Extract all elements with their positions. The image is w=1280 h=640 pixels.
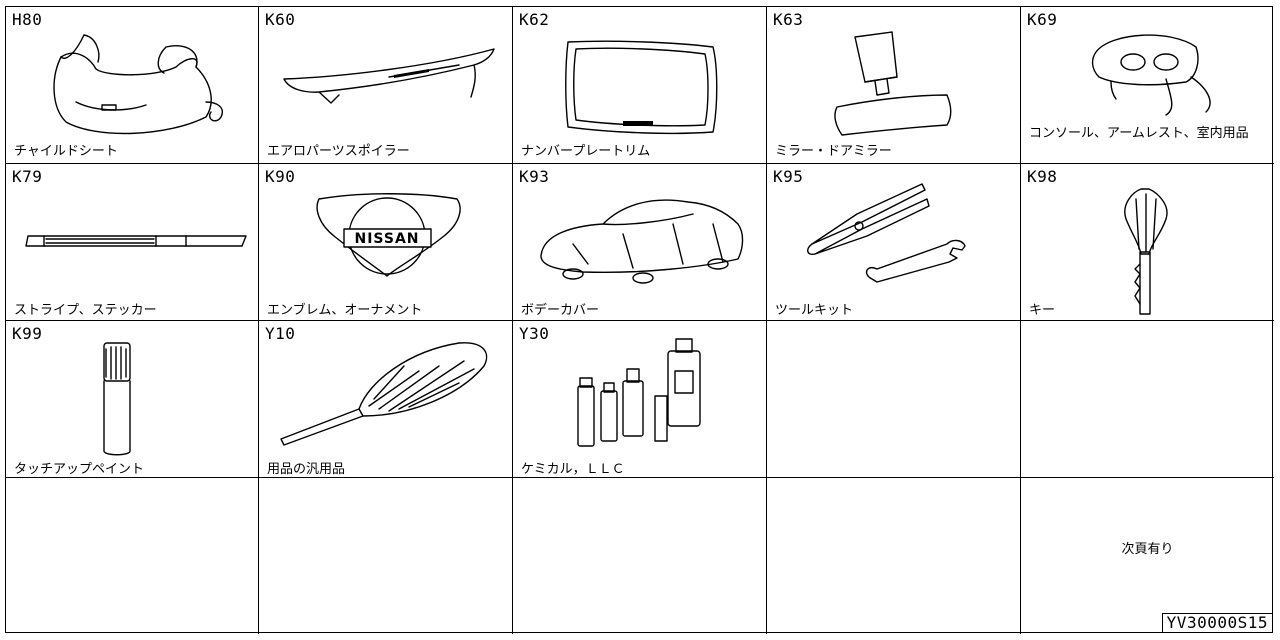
part-cell-k90[interactable]: K90 NISSAN エンブレム、オーナメント [259,164,513,321]
body-cover-icon [540,199,744,284]
plate-rim-icon [565,40,718,135]
part-code: Y30 [519,324,550,343]
part-code: K60 [265,10,296,29]
part-name: ミラー・ドアミラー [775,144,892,159]
feather-duster-icon [280,342,488,446]
part-cell-k63[interactable]: K63 ミラー・ドアミラー [767,7,1021,164]
part-name: ストライプ、ステッカー [14,303,157,318]
part-cell-k99[interactable]: K99 タッチアップペイント [6,321,259,478]
emblem-text: NISSAN [354,231,419,247]
part-code: K99 [12,324,43,343]
key-icon [1124,188,1168,315]
part-code: K95 [773,167,804,186]
empty-cell [1021,321,1274,478]
part-name: ケミカル，ＬＬＣ [521,462,625,477]
part-name: ボデーカバー [521,303,600,318]
part-cell-y10[interactable]: Y10 用品の汎用品 [259,321,513,478]
part-name: キー [1029,303,1056,318]
part-cell-h80[interactable]: H80 チャイルドシート [6,7,259,164]
part-cell-k62[interactable]: K62 ナンバープレートリム [513,7,767,164]
part-cell-k98[interactable]: K98 キー [1021,164,1274,321]
part-name: ツールキット [775,303,854,318]
part-cell-y30[interactable]: Y30 ケミカル，ＬＬＣ [513,321,767,478]
part-code: K98 [1027,167,1058,186]
next-page-note: 次頁有り [1121,542,1174,557]
part-code: K62 [519,10,550,29]
part-name: ナンバープレートリム [521,144,651,159]
catalog-number: YV30000S15 [1161,613,1272,632]
empty-cell [767,321,1021,478]
part-name: エンブレム、オーナメント [267,303,423,318]
part-name: タッチアップペイント [14,462,145,477]
part-name: エアロパーツスポイラー [267,144,410,159]
part-cell-k95[interactable]: K95 ツールキット [767,164,1021,321]
chemical-bottles-icon [577,338,701,447]
part-code: H80 [12,10,43,29]
empty-cell [259,478,513,634]
part-cell-k93[interactable]: K93 ボデーカバー [513,164,767,321]
child-seat-icon [53,34,223,135]
part-code: Y10 [265,324,296,343]
part-code: K90 [265,167,296,186]
part-code: K69 [1027,10,1058,29]
part-code: K63 [773,10,804,29]
spoiler-icon [283,48,495,104]
part-cell-k79[interactable]: K79 ストライプ、ステッカー [6,164,259,321]
part-name: 用品の汎用品 [267,462,346,477]
part-name: コンソール、アームレスト、室内用品 [1029,126,1249,141]
part-code: K79 [12,167,43,186]
mirror-icon [834,31,952,136]
empty-cell [6,478,259,634]
console-icon [1091,34,1211,116]
next-page-cell: 次頁有り [1021,478,1274,634]
part-cell-k69[interactable]: K69 コンソール、アームレスト、室内用品 [1021,7,1274,164]
parts-index-sheet: H80 チャイルドシート K60 エアロパーツスポイラー K62 [5,6,1274,634]
part-cell-k60[interactable]: K60 エアロパーツスポイラー [259,7,513,164]
tool-kit-icon [807,183,966,283]
part-name: チャイルドシート [14,144,118,159]
emblem-icon: NISSAN [316,193,461,277]
touch-up-paint-icon [103,342,131,456]
stripe-icon [25,235,247,247]
empty-cell [513,478,767,634]
empty-cell [767,478,1021,634]
part-code: K93 [519,167,550,186]
